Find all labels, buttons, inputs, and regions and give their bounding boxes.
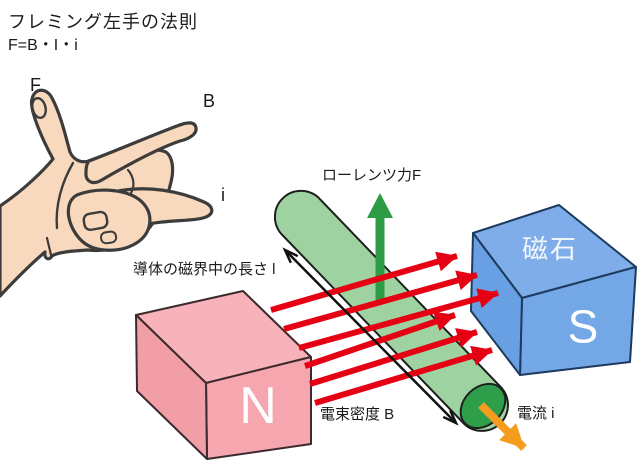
palm-crease [55,161,75,230]
flux-arrow-4 [304,311,456,369]
lorentz-force-label: ローレンツ力F [322,167,422,184]
length-arrow-head-bottom [442,409,459,426]
north-pole-label: N [239,377,277,436]
hand-label-thumb: F [30,75,41,95]
length-double-arrow [282,247,459,426]
thumbnail [31,96,47,120]
knuckle-crease [126,168,135,195]
lorentz-force-arrow [367,193,393,303]
south-pole-label: S [567,300,599,353]
conductor-length-label: 導体の磁界中の長さ l [133,261,276,278]
index-finger [84,121,198,185]
current-label: 電流 i [517,405,555,422]
north-magnet [135,290,312,460]
south-magnet [470,204,637,376]
flux-arrow-1 [270,251,458,313]
flux-arrow-3 [298,288,499,351]
flux-arrow-6 [314,345,493,406]
length-arrow-shaft [285,250,456,423]
ring-fingernail [82,210,109,232]
pinky-fingernail [100,230,118,245]
length-arrow-head-top [282,247,299,264]
page-title: フレミング左手の法則 [8,12,198,32]
curled-fingers [66,188,152,252]
wrist-crease [45,236,53,257]
flux-arrow-2 [283,270,478,332]
flux-density-label: 電束密度 B [320,406,395,423]
magnet-name-label: 磁石 [521,234,579,265]
current-arrow [478,402,527,451]
north-magnet-left-face [135,314,208,460]
formula-label: F=B・I・i [8,37,78,54]
left-hand-illustration [0,88,214,298]
hand-label-middle: i [221,185,225,205]
hand-label-index: B [203,91,216,111]
